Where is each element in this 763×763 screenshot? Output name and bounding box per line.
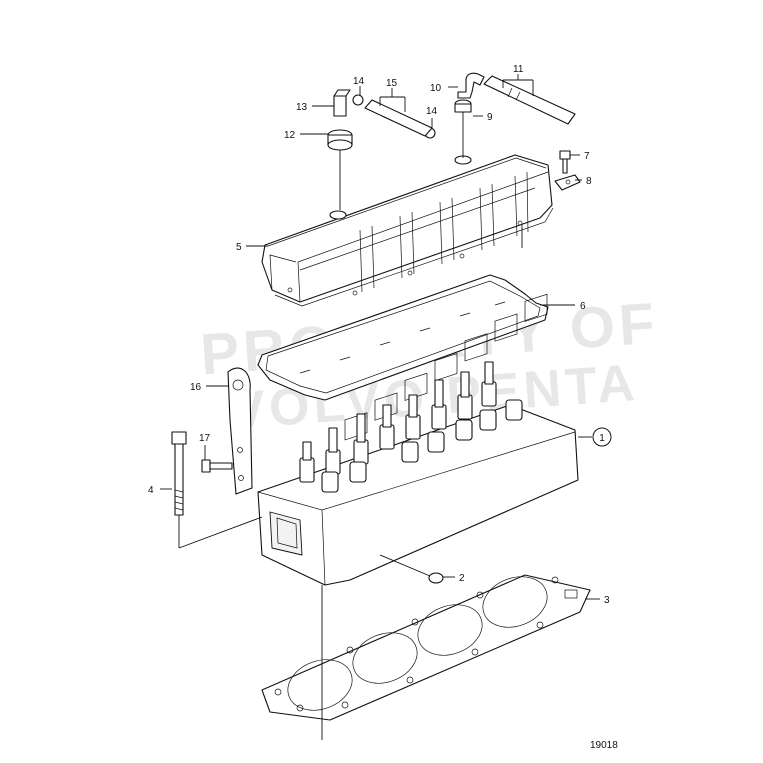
valve-cover-gasket: [257, 274, 549, 401]
breather-grommet: [454, 99, 472, 113]
valve-cover: [261, 154, 554, 307]
head-bolt: [171, 431, 187, 516]
drawing-number: 19018: [590, 740, 618, 751]
cover-screw: [559, 150, 571, 174]
lifting-eye-bolt: [201, 459, 233, 473]
callout-7: 7: [584, 151, 590, 162]
callout-11: 11: [513, 64, 524, 75]
hose-short: [364, 99, 433, 137]
callout-1: 1: [592, 427, 612, 447]
callout-8: 8: [586, 176, 592, 187]
hose-long: [483, 75, 576, 125]
callout-9: 9: [487, 112, 493, 123]
svg-text:1: 1: [599, 433, 605, 444]
callout-5: 5: [236, 242, 242, 253]
plug: [428, 572, 444, 584]
elbow-connector: [457, 72, 485, 99]
callout-2: 2: [459, 573, 465, 584]
callout-13: 13: [296, 102, 308, 113]
callout-16: 16: [190, 382, 202, 393]
callout-3: 3: [604, 595, 610, 606]
callout-15: 15: [386, 78, 398, 89]
lifting-eye: [227, 367, 253, 495]
callout-14b: 14: [426, 106, 438, 117]
callout-17: 17: [199, 433, 211, 444]
breather-nipple: [333, 89, 351, 117]
callout-12: 12: [284, 130, 296, 141]
callout-6: 6: [580, 301, 586, 312]
callout-4: 4: [148, 485, 154, 496]
callout-14a: 14: [353, 76, 365, 87]
rocker-studs: [299, 361, 523, 493]
head-gasket: [261, 574, 591, 721]
cylinder-head: [257, 293, 579, 586]
callouts: 1 2 3 4 5 6 7 8 9 10 11 12 13 14 14 15 1…: [148, 64, 612, 606]
leader-lines: [160, 74, 600, 740]
cover-bracket: [554, 174, 581, 191]
oil-filler-grommet: [327, 129, 353, 151]
callout-10: 10: [430, 83, 442, 94]
